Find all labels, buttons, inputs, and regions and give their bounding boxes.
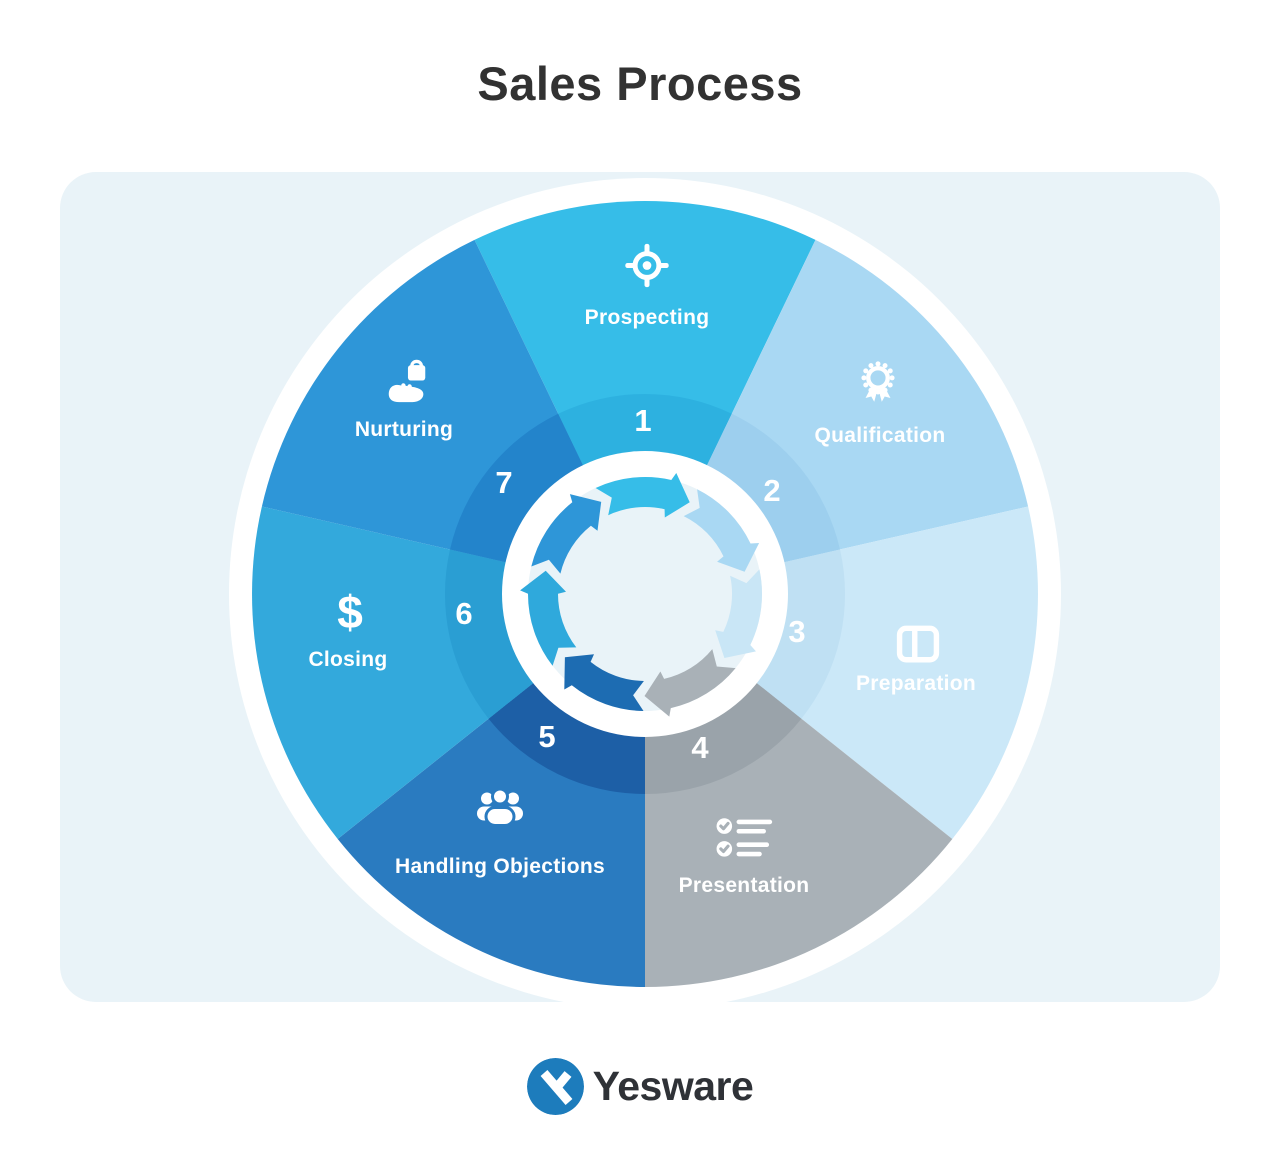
step-number-2: 2: [763, 473, 781, 508]
segment-label-prospecting: Prospecting: [584, 306, 710, 330]
step-number-5: 5: [538, 719, 556, 754]
segment-label-qualification: Qualification: [814, 424, 946, 448]
target-icon: [621, 240, 673, 297]
segment-label-nurturing: Nurturing: [354, 418, 454, 442]
yesware-logo-text: Yesware: [592, 1063, 754, 1109]
step-number-7: 7: [495, 465, 513, 500]
step-number-6: 6: [455, 596, 473, 631]
users-icon: [472, 786, 528, 835]
segment-label-presentation: Presentation: [678, 874, 810, 898]
columns-icon: [892, 618, 944, 675]
checklist-icon: [715, 816, 773, 867]
segment-label-preparation: Preparation: [856, 672, 976, 696]
step-number-1: 1: [634, 403, 652, 438]
yesware-logo-mark: [526, 1058, 584, 1115]
award-ribbon-icon: [852, 360, 904, 417]
hand-gift-icon: [380, 357, 434, 412]
page-title: Sales Process: [477, 57, 803, 110]
yesware-logo: Yesware: [0, 1058, 1280, 1115]
segment-label-handling-objections: Handling Objections: [395, 855, 605, 879]
dollar-icon: $: [337, 586, 363, 638]
segment-label-closing: Closing: [308, 648, 388, 672]
step-number-3: 3: [788, 614, 806, 649]
step-number-4: 4: [691, 730, 709, 765]
